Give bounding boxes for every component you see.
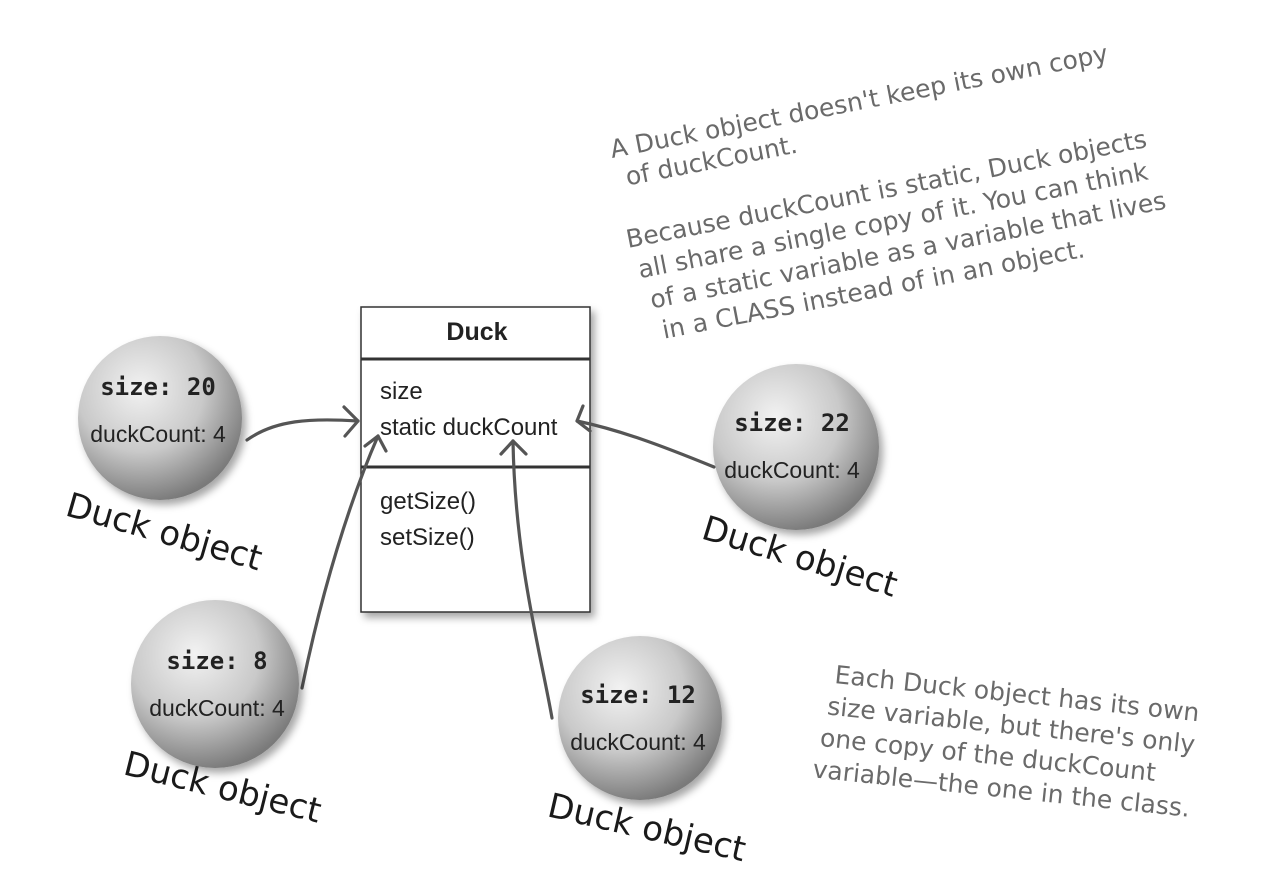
arrow-obj8 — [300, 434, 380, 690]
object-sphere — [713, 364, 879, 530]
uml-class-name: Duck — [446, 318, 507, 346]
object-size-label: size: 20 — [100, 373, 216, 401]
duck-object-size-12: size: 12 duckCount: 4 Duck object — [544, 636, 750, 870]
object-sphere — [558, 636, 722, 800]
arrow-obj20-head — [342, 405, 360, 438]
uml-class-duck — [360, 306, 591, 613]
object-size-label: size: 8 — [166, 647, 267, 675]
object-duckcount-label: duckCount: 4 — [570, 729, 706, 755]
arrow-obj12-head — [499, 439, 528, 456]
uml-field-duckcount: static duckCount — [380, 414, 558, 441]
arrow-obj8-head — [363, 434, 388, 453]
arrow-obj20 — [245, 418, 360, 442]
duck-object-size-8: size: 8 duckCount: 4 Duck object — [120, 600, 325, 832]
arrow-obj22-head — [575, 404, 592, 433]
note-bottom: Each Duck object has its own size variab… — [811, 660, 1200, 823]
duck-object-size-22: size: 22 duckCount: 4 Duck object — [697, 364, 902, 606]
object-duckcount-label: duckCount: 4 — [149, 695, 285, 721]
duck-object-size-20: size: 20 duckCount: 4 Duck object — [62, 336, 266, 579]
object-sphere — [131, 600, 299, 768]
uml-method-setsize: setSize() — [380, 524, 475, 551]
object-duckcount-label: duckCount: 4 — [90, 421, 226, 447]
uml-method-getsize: getSize() — [380, 488, 476, 515]
object-duckcount-label: duckCount: 4 — [724, 457, 860, 483]
object-size-label: size: 12 — [580, 681, 696, 709]
arrow-obj12 — [511, 439, 554, 720]
arrow-obj22 — [575, 419, 716, 469]
uml-field-size: size — [380, 378, 423, 405]
arrows — [245, 404, 716, 720]
object-sphere — [78, 336, 242, 500]
object-size-label: size: 22 — [734, 409, 850, 437]
